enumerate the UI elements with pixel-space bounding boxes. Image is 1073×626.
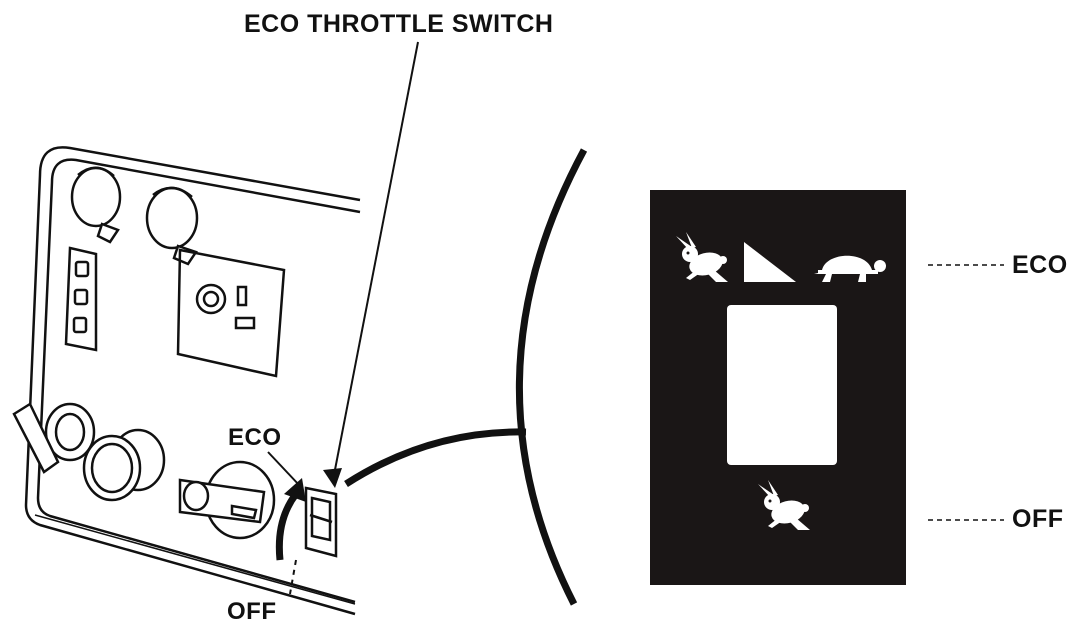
eco-position-label-panel: ECO	[228, 424, 282, 451]
generator-control-panel	[24, 146, 361, 616]
switch-direction-arrow	[275, 478, 306, 595]
position-leaders	[928, 264, 1004, 521]
fuel-knob	[82, 428, 166, 502]
choke-lever	[178, 460, 276, 540]
eco-position-label: ECO	[1012, 251, 1068, 279]
indicator-strip	[64, 246, 98, 352]
eco-throttle-rocker	[304, 486, 338, 558]
outlet-cap-left	[70, 166, 122, 244]
leader-lines	[267, 41, 419, 488]
diagram-title: ECO THROTTLE SWITCH	[244, 10, 554, 38]
engine-switch-lever	[12, 402, 96, 474]
off-position-label: OFF	[1012, 505, 1064, 533]
outlet-cap-right	[145, 186, 199, 266]
throttle-ramp-icon	[744, 242, 796, 282]
outlet-panel	[176, 248, 286, 378]
off-position-label-panel: OFF	[227, 598, 277, 625]
magnification-connector	[344, 148, 588, 606]
